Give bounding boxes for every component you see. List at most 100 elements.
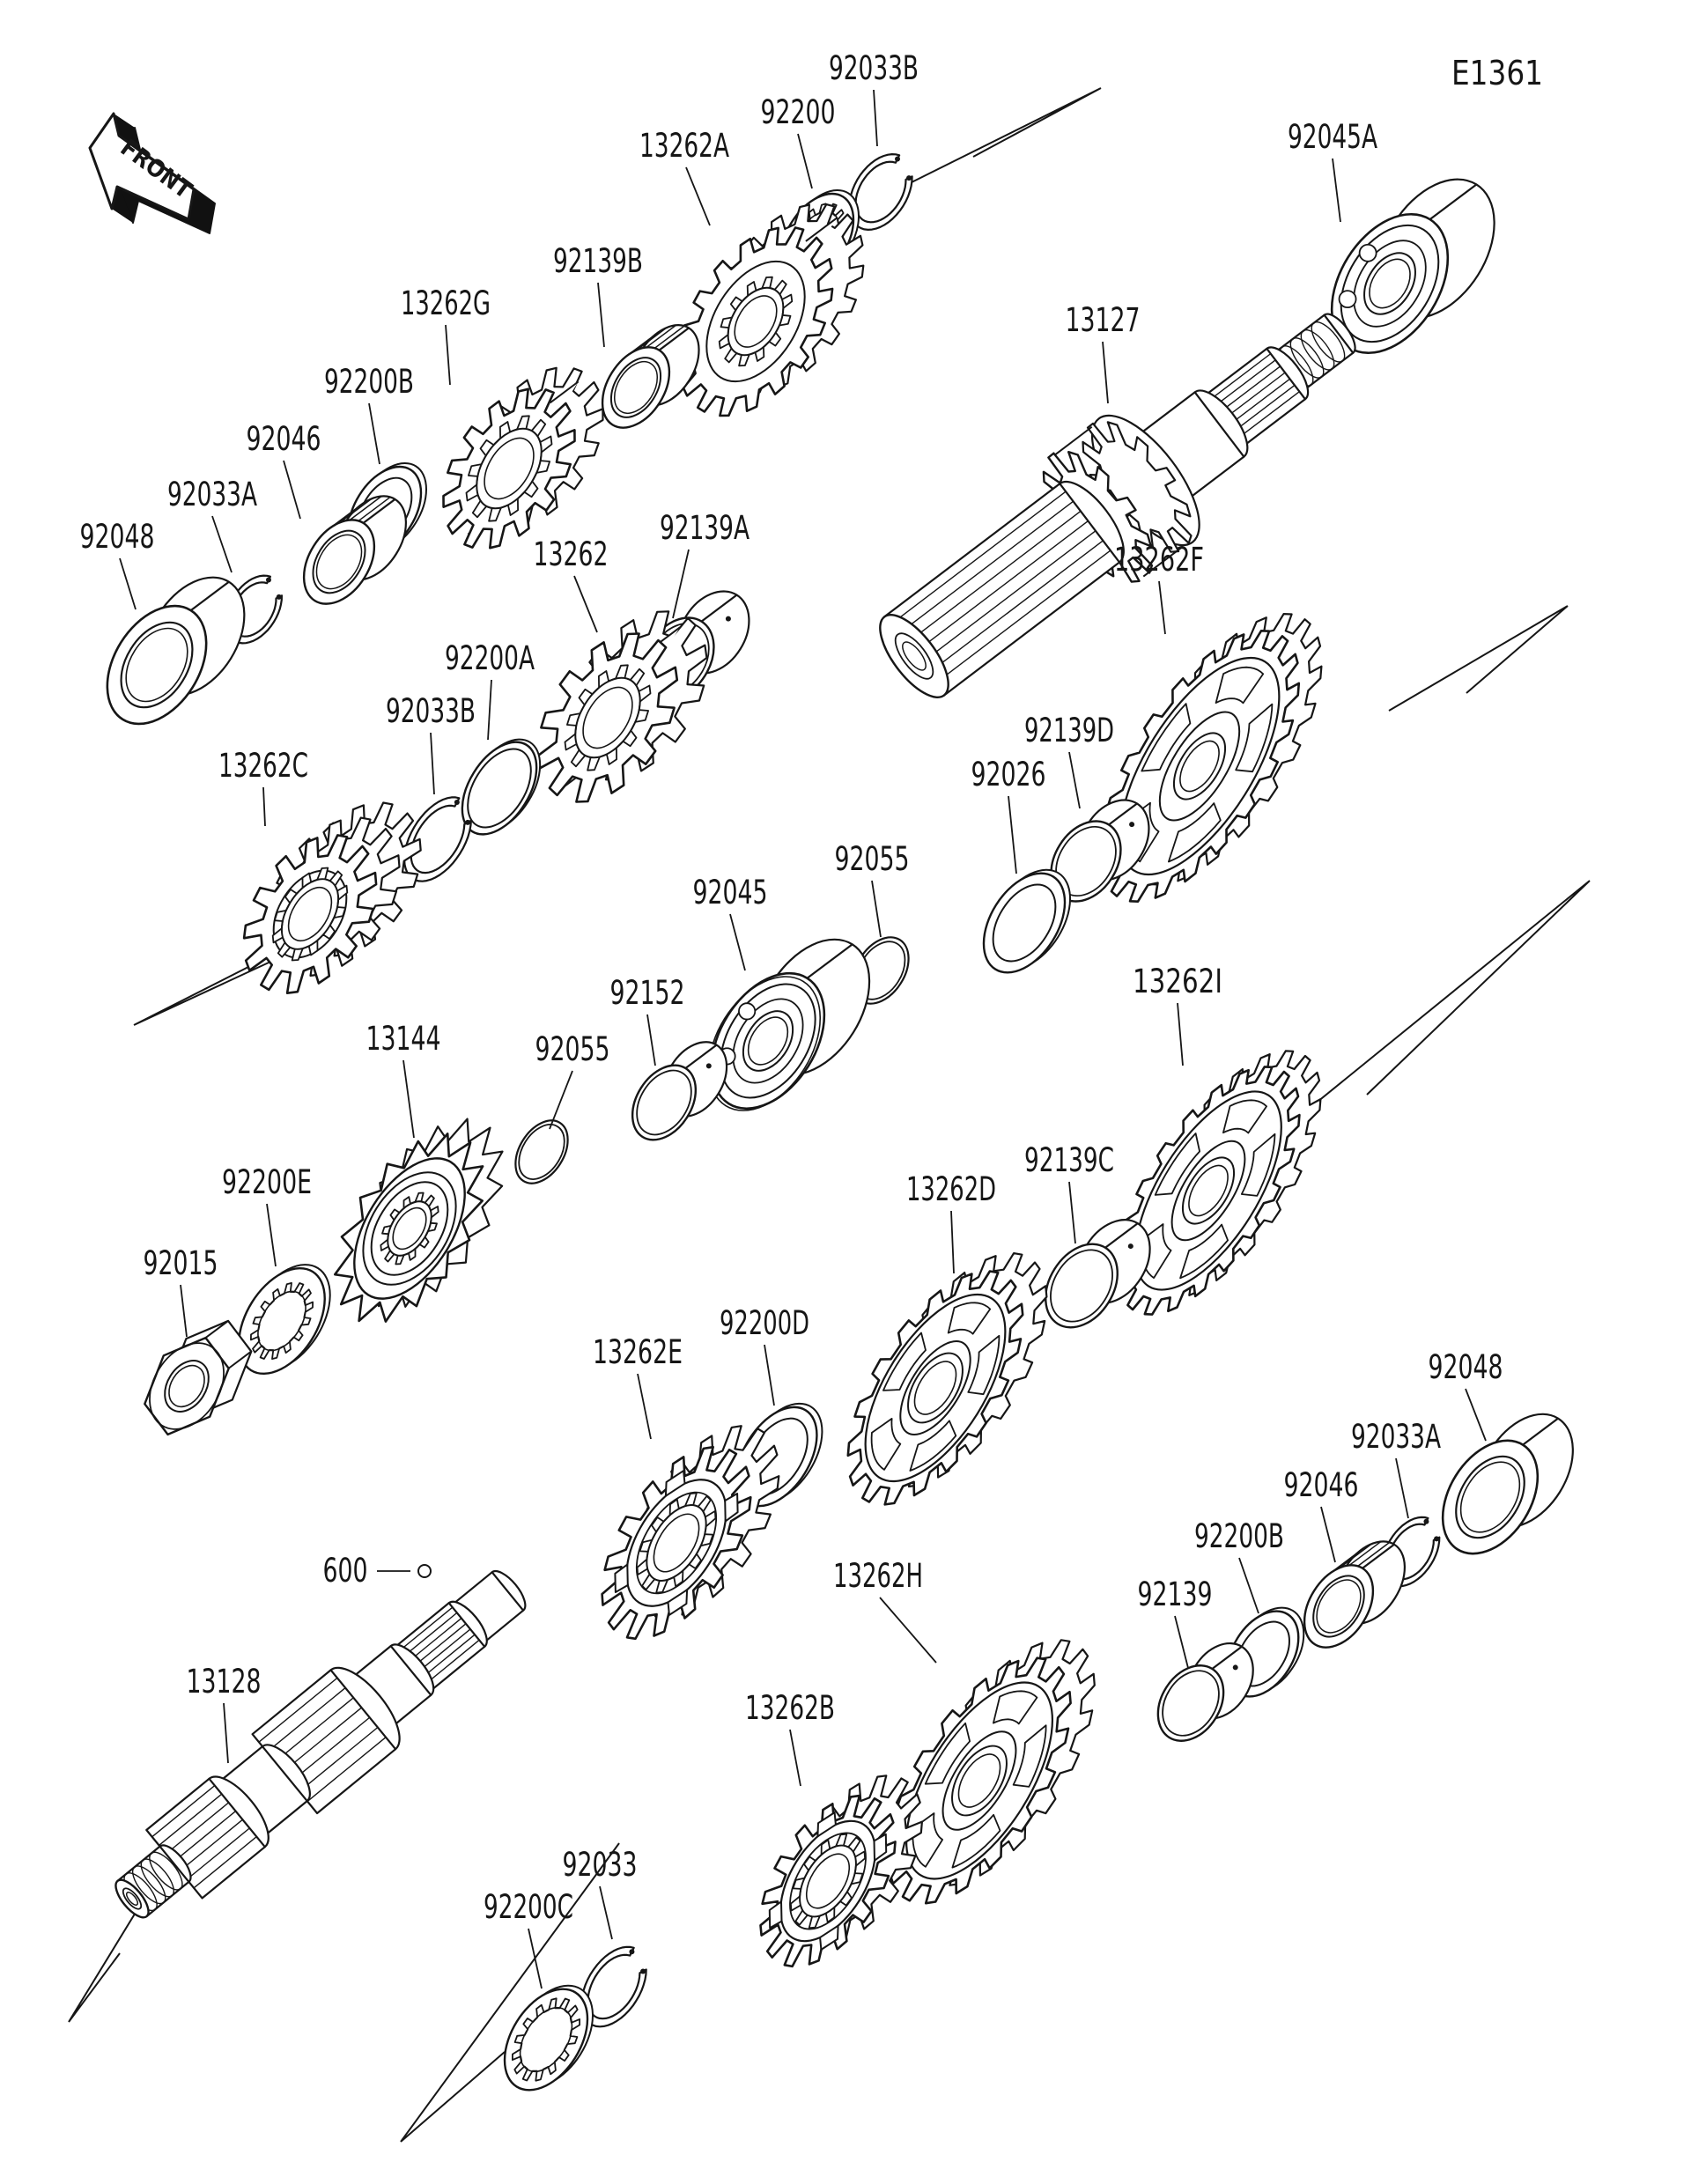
part-13262D: [846, 1252, 1048, 1506]
ellipse: [370, 1181, 449, 1276]
ellipse: [1179, 740, 1220, 793]
ellipse: [1289, 337, 1325, 379]
path: [848, 153, 913, 231]
part-13144: [334, 1118, 504, 1323]
path: [1235, 703, 1274, 773]
clip-ear: [1423, 1518, 1429, 1524]
line: [193, 1836, 257, 1889]
part-13262: [536, 610, 708, 803]
path: [1240, 1133, 1276, 1197]
line: [1068, 1181, 1076, 1244]
line: [211, 515, 233, 573]
ellipse: [280, 878, 340, 950]
path: [993, 1690, 1038, 1725]
ellipse: [1455, 1455, 1525, 1539]
line: [1158, 580, 1166, 635]
polygon: [819, 1924, 839, 1951]
part-label-92139B: 92139B: [553, 242, 643, 280]
polygon: [614, 1563, 629, 1593]
part-92033A-2: [1381, 1516, 1441, 1588]
line: [159, 1793, 223, 1846]
line: [283, 1707, 362, 1773]
ellipse: [582, 686, 633, 749]
ellipse: [727, 286, 785, 357]
ellipse: [484, 437, 535, 500]
line: [339, 498, 373, 523]
line: [274, 1697, 354, 1763]
path: [465, 415, 553, 522]
ellipse: [951, 1745, 1008, 1817]
part-label-13144: 13144: [366, 1020, 441, 1058]
ellipse: [941, 1730, 1017, 1831]
line: [179, 1819, 243, 1872]
ball: [738, 1002, 757, 1021]
ellipse: [1181, 1156, 1236, 1225]
part-92048-2: [1441, 1413, 1574, 1555]
ellipse: [476, 427, 543, 510]
oil-hole: [725, 616, 731, 622]
ellipse: [467, 748, 532, 829]
polygon: [724, 1493, 739, 1523]
front-direction-arrow: FRONT: [88, 112, 216, 234]
line: [299, 1726, 379, 1792]
line: [349, 495, 382, 521]
path: [947, 1302, 992, 1335]
ellipse: [149, 1342, 225, 1430]
path: [967, 1334, 1001, 1396]
part-label-13262A: 13262A: [639, 127, 729, 165]
ellipse: [518, 1124, 565, 1180]
part-13262H: [887, 1639, 1096, 1905]
part-13262F: [1098, 613, 1323, 903]
ellipse: [1170, 1140, 1246, 1242]
ellipse: [1353, 240, 1427, 328]
line: [646, 324, 676, 349]
line: [879, 1597, 937, 1664]
path: [1381, 1516, 1441, 1588]
ellipse: [705, 260, 806, 383]
ellipse: [957, 1753, 1001, 1808]
line: [1102, 341, 1109, 404]
clip-ear: [895, 156, 901, 162]
part-label-92200B: 92200B: [1194, 1517, 1284, 1555]
ellipse: [1363, 252, 1416, 315]
line: [934, 550, 1111, 684]
line: [1348, 1540, 1382, 1567]
path: [1141, 703, 1192, 772]
ellipse: [574, 676, 641, 759]
ellipse: [720, 983, 816, 1099]
path: [870, 1418, 902, 1471]
ellipse: [131, 1865, 166, 1905]
part-label-92200C: 92200C: [484, 1888, 573, 1926]
line: [1008, 795, 1017, 874]
line: [1339, 1543, 1372, 1568]
ball: [1338, 290, 1357, 309]
line: [646, 1014, 656, 1066]
ellipse: [805, 1853, 851, 1909]
polygon: [816, 1811, 837, 1838]
line: [291, 1716, 371, 1782]
part-label-92055: 92055: [835, 840, 910, 878]
ellipse: [742, 1010, 794, 1072]
ellipse: [894, 632, 934, 680]
ellipse: [387, 1200, 432, 1257]
line: [919, 530, 1097, 665]
part-92048-1: [106, 576, 246, 726]
part-label-92200A: 92200A: [445, 639, 535, 677]
line: [166, 1802, 230, 1855]
line: [700, 594, 738, 623]
ellipse: [1300, 329, 1335, 371]
ellipse: [799, 1844, 857, 1918]
part-label-92033: 92033: [563, 1846, 638, 1884]
ellipse: [864, 1293, 1007, 1483]
path: [951, 1813, 1001, 1869]
line: [306, 1737, 387, 1803]
line: [573, 575, 598, 633]
line: [684, 1044, 718, 1069]
part-13262G: [442, 366, 604, 550]
part-label-92139A: 92139A: [660, 509, 750, 547]
ellipse: [1134, 1090, 1282, 1291]
line: [1174, 1615, 1189, 1669]
part-92139D: [1050, 799, 1150, 903]
part-92033B-2: [403, 796, 472, 882]
